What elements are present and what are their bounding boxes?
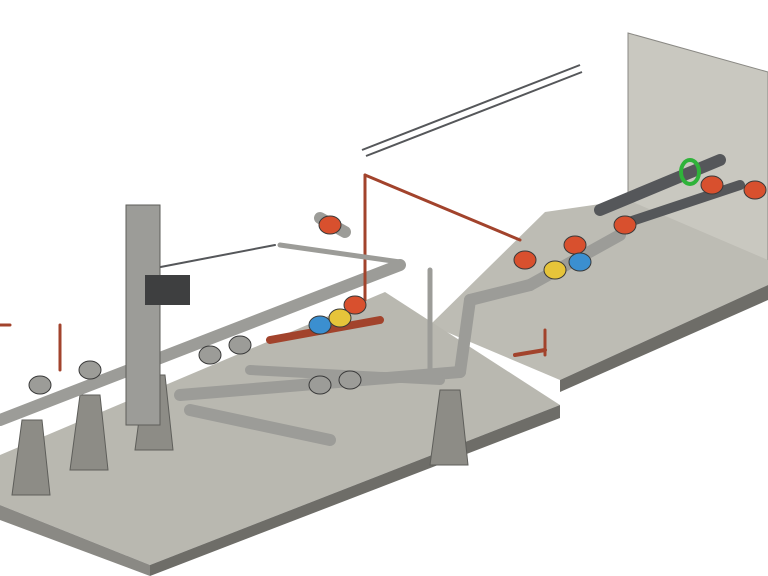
valve bbox=[308, 315, 332, 335]
column bbox=[125, 204, 190, 426]
pipe-segment bbox=[0, 259, 406, 426]
valves bbox=[28, 158, 767, 395]
pipe-segment bbox=[277, 242, 403, 265]
valve bbox=[308, 375, 332, 395]
right-platform bbox=[430, 200, 768, 392]
valve bbox=[318, 215, 342, 235]
valve bbox=[613, 215, 637, 235]
gauge-panel bbox=[145, 275, 190, 305]
pipe-segment bbox=[464, 279, 536, 306]
valve bbox=[568, 252, 592, 272]
pipe-segment bbox=[363, 173, 522, 242]
valve bbox=[700, 175, 724, 195]
green-coupling bbox=[679, 158, 701, 186]
pipe-segment bbox=[454, 294, 476, 378]
pipe-support bbox=[429, 389, 469, 466]
valve bbox=[338, 370, 362, 390]
valve bbox=[78, 360, 102, 380]
valve bbox=[198, 345, 222, 365]
valve bbox=[563, 235, 587, 255]
valve bbox=[743, 180, 767, 200]
overhead-pipes bbox=[361, 64, 583, 157]
valve bbox=[513, 250, 537, 270]
valve bbox=[228, 335, 252, 355]
valve bbox=[28, 375, 52, 395]
valve bbox=[543, 260, 567, 280]
pipe-segment bbox=[513, 348, 547, 357]
pipe-support bbox=[11, 419, 51, 496]
pipe-segment bbox=[184, 404, 336, 446]
valve bbox=[343, 295, 367, 315]
pipe-segment bbox=[144, 244, 276, 271]
pipe-support bbox=[69, 394, 109, 471]
valve bbox=[328, 308, 352, 328]
